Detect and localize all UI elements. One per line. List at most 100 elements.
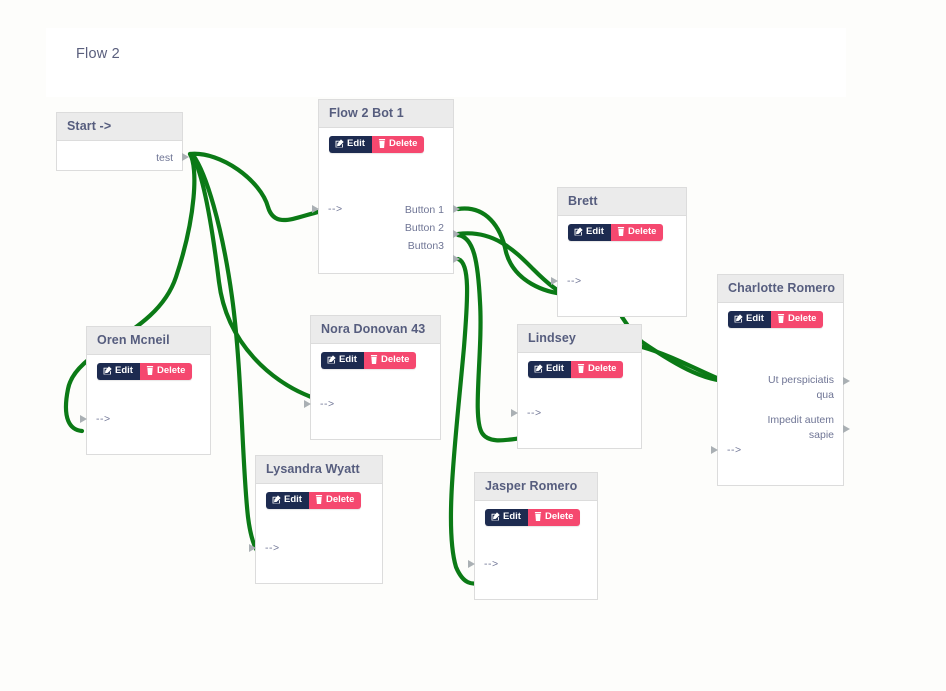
output-port-start-0[interactable]: test <box>156 152 173 164</box>
output-port-list-flow2bot1: Button 1 Button 2 Button3 <box>405 201 444 255</box>
delete-button-label: Delete <box>388 138 418 149</box>
edit-button-label: Edit <box>339 354 357 365</box>
page-title: Flow 2 <box>76 46 120 62</box>
trash-icon <box>315 495 323 505</box>
flow-edge-9 <box>639 344 727 384</box>
edit-button-label: Edit <box>586 226 604 237</box>
node-toolbar-flow2bot1: Edit Delete <box>329 136 425 153</box>
delete-button-jasper[interactable]: Delete <box>527 509 581 526</box>
input-connector-lysandra[interactable] <box>249 544 256 552</box>
pencil-square-icon <box>534 364 543 373</box>
delete-button-nora[interactable]: Delete <box>363 352 417 369</box>
output-connector-flow2bot1-2[interactable] <box>453 255 460 263</box>
input-port-jasper[interactable]: --> <box>484 558 499 570</box>
pencil-square-icon <box>103 366 112 375</box>
input-connector-nora[interactable] <box>304 400 311 408</box>
edit-button-flow2bot1[interactable]: Edit <box>329 136 372 153</box>
output-connector-flow2bot1-0[interactable] <box>453 205 460 213</box>
edit-button-jasper[interactable]: Edit <box>485 509 528 526</box>
input-connector-flow2bot1[interactable] <box>312 205 319 213</box>
output-connector-charlotte-0[interactable] <box>843 377 850 385</box>
delete-button-label: Delete <box>156 365 186 376</box>
pencil-square-icon <box>335 139 344 148</box>
delete-button-lindsey[interactable]: Delete <box>570 361 624 378</box>
input-connector-oren[interactable] <box>80 415 87 423</box>
node-title-lindsey: Lindsey <box>518 325 641 353</box>
trash-icon <box>378 139 386 149</box>
output-port-charlotte-1[interactable]: Impedit autem sapie <box>767 414 834 441</box>
edit-button-label: Edit <box>284 494 302 505</box>
delete-button-label: Delete <box>544 511 574 522</box>
output-port-charlotte-0[interactable]: Ut perspiciatis qua <box>768 374 834 401</box>
input-port-brett[interactable]: --> <box>567 275 582 287</box>
node-toolbar-lysandra: Edit Delete <box>266 492 362 509</box>
edit-button-charlotte[interactable]: Edit <box>728 311 771 328</box>
edit-button-lindsey[interactable]: Edit <box>528 361 571 378</box>
node-body-brett: Edit Delete --> <box>558 216 686 315</box>
input-connector-jasper[interactable] <box>468 560 475 568</box>
edit-button-brett[interactable]: Edit <box>568 224 611 241</box>
pencil-square-icon <box>574 227 583 236</box>
node-body-oren: Edit Delete --> <box>87 355 210 453</box>
output-port-flow2bot1-1[interactable]: Button 2 <box>404 222 444 234</box>
edit-button-oren[interactable]: Edit <box>97 363 140 380</box>
node-toolbar-nora: Edit Delete <box>321 352 417 369</box>
output-connector-charlotte-1[interactable] <box>843 425 850 433</box>
delete-button-charlotte[interactable]: Delete <box>770 311 824 328</box>
input-port-lysandra[interactable]: --> <box>265 542 280 554</box>
delete-button-lysandra[interactable]: Delete <box>308 492 362 509</box>
node-title-brett: Brett <box>558 188 686 216</box>
edit-button-lysandra[interactable]: Edit <box>266 492 309 509</box>
trash-icon <box>577 364 585 374</box>
delete-button-brett[interactable]: Delete <box>610 224 664 241</box>
delete-button-oren[interactable]: Delete <box>139 363 193 380</box>
pencil-square-icon <box>272 495 281 504</box>
input-port-charlotte[interactable]: --> <box>727 444 742 456</box>
input-connector-charlotte[interactable] <box>711 446 718 454</box>
flow-node-start[interactable]: Start -> test <box>56 112 183 171</box>
trash-icon <box>146 366 154 376</box>
flow-header-panel: Flow 2 <box>46 28 846 97</box>
node-title-oren: Oren Mcneil <box>87 327 210 355</box>
flow-edge-2 <box>189 152 329 405</box>
trash-icon <box>370 355 378 365</box>
node-body-nora: Edit Delete --> <box>311 344 440 438</box>
node-title-lysandra: Lysandra Wyatt <box>256 456 382 484</box>
delete-button-label: Delete <box>787 313 817 324</box>
flow-edge-5 <box>455 231 569 297</box>
input-connector-lindsey[interactable] <box>511 409 518 417</box>
node-body-lindsey: Edit Delete --> <box>518 353 641 447</box>
input-connector-brett[interactable] <box>551 277 558 285</box>
node-toolbar-oren: Edit Delete <box>97 363 193 380</box>
node-title-start: Start -> <box>57 113 182 141</box>
pencil-square-icon <box>491 512 500 521</box>
node-title-nora: Nora Donovan 43 <box>311 316 440 344</box>
pencil-square-icon <box>327 355 336 364</box>
output-port-list-start: test <box>156 149 173 167</box>
trash-icon <box>534 512 542 522</box>
flow-node-nora[interactable]: Nora Donovan 43 Edit Delete --> <box>310 315 441 440</box>
node-body-lysandra: Edit Delete --> <box>256 484 382 582</box>
pencil-square-icon <box>734 314 743 323</box>
output-port-flow2bot1-2[interactable]: Button3 <box>407 240 444 252</box>
output-port-flow2bot1-0[interactable]: Button 1 <box>404 204 444 216</box>
output-connector-start-0[interactable] <box>182 153 189 161</box>
input-port-lindsey[interactable]: --> <box>527 407 542 419</box>
input-port-oren[interactable]: --> <box>96 413 111 425</box>
trash-icon <box>617 227 625 237</box>
output-connector-flow2bot1-1[interactable] <box>453 230 460 238</box>
delete-button-label: Delete <box>587 363 617 374</box>
edit-button-nora[interactable]: Edit <box>321 352 364 369</box>
input-port-flow2bot1[interactable]: --> <box>328 203 343 215</box>
input-port-nora[interactable]: --> <box>320 398 335 410</box>
delete-button-flow2bot1[interactable]: Delete <box>371 136 425 153</box>
